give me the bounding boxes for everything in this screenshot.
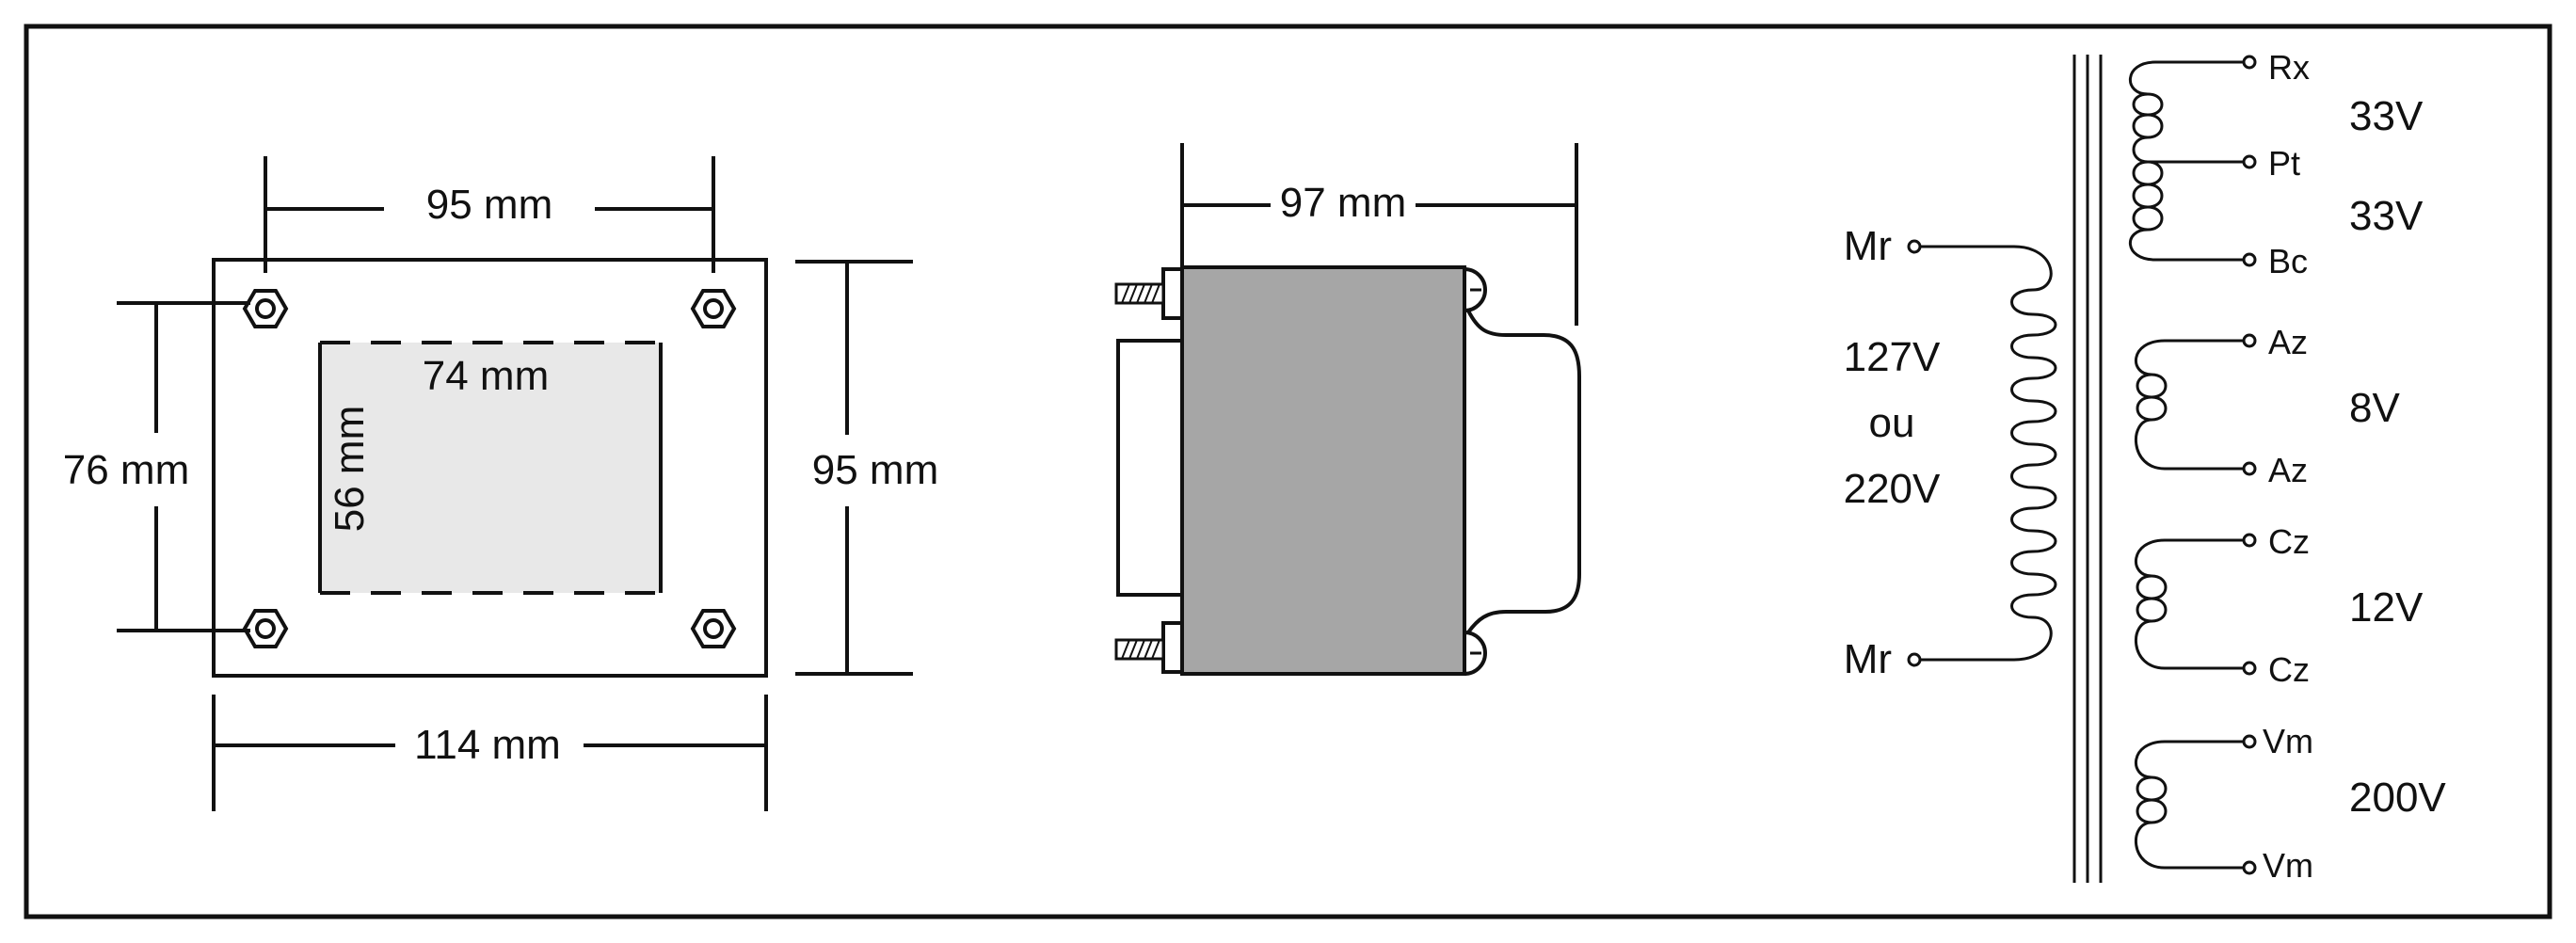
primary-voltage-line3: 220V	[1844, 466, 1941, 512]
dim-overall-width: 114 mm	[414, 722, 561, 768]
hex-nut-icon	[242, 289, 289, 328]
terminal-cz-top	[2242, 533, 2257, 548]
terminal-cz-bottom-label: Cz	[2268, 650, 2310, 689]
voltage-8v: 8V	[2349, 385, 2400, 431]
terminal-az-top-label: Az	[2268, 323, 2308, 361]
primary-voltage-line1: 127V	[1844, 334, 1941, 380]
hex-nut-icon	[690, 289, 737, 328]
terminal-vm-top-label: Vm	[2263, 722, 2313, 760]
nut-left-bottom	[1161, 621, 1184, 674]
core-body	[1180, 265, 1466, 676]
dim-hole-spacing-height: 76 mm	[63, 447, 189, 493]
terminal-az-top	[2242, 333, 2257, 348]
bobbin-tab	[1116, 339, 1184, 597]
terminal-bc-label: Bc	[2268, 242, 2308, 280]
terminal-bc	[2242, 252, 2257, 267]
primary-coil	[1920, 245, 2057, 662]
secondary-coil-2	[2134, 339, 2244, 471]
terminal-vm-top	[2242, 734, 2257, 749]
core-window	[320, 343, 661, 593]
primary-terminal-top-label: Mr	[1844, 223, 1892, 269]
clamp-wire	[1466, 310, 1581, 634]
terminal-mr-bottom	[1907, 652, 1922, 667]
terminal-pt-label: Pt	[2268, 144, 2300, 183]
terminal-rx-label: Rx	[2268, 48, 2310, 87]
terminal-vm-bottom-label: Vm	[2263, 846, 2313, 885]
mounting-plate	[212, 258, 768, 678]
dim-window-height: 56 mm	[327, 406, 373, 532]
dim-window-width: 74 mm	[423, 353, 549, 399]
terminal-mr-top	[1907, 239, 1922, 254]
hex-nut-icon	[242, 609, 289, 648]
schematic	[1907, 55, 2257, 883]
voltage-33v-upper: 33V	[2349, 93, 2424, 139]
terminal-cz-top-label: Cz	[2268, 522, 2310, 561]
primary-voltage-line2: ou	[1869, 400, 1915, 446]
terminal-cz-bottom	[2242, 661, 2257, 676]
dim-overall-height: 95 mm	[812, 447, 938, 493]
outer-frame	[24, 24, 2552, 919]
voltage-33v-lower: 33V	[2349, 193, 2424, 239]
secondary-coil-4	[2134, 740, 2244, 870]
secondary-coil-1	[2129, 60, 2244, 262]
terminal-az-bottom	[2242, 461, 2257, 476]
nut-left-top	[1161, 267, 1184, 320]
primary-terminal-bottom-label: Mr	[1844, 636, 1892, 682]
terminal-az-bottom-label: Az	[2268, 451, 2308, 489]
terminal-pt	[2242, 154, 2257, 169]
voltage-12v: 12V	[2349, 584, 2424, 631]
dim-hole-spacing-width: 95 mm	[426, 182, 552, 228]
top-view	[117, 156, 913, 811]
terminal-rx	[2242, 55, 2257, 70]
dim-depth: 97 mm	[1280, 180, 1406, 226]
secondary-coil-3	[2134, 538, 2244, 670]
voltage-200v: 200V	[2349, 775, 2446, 821]
side-view	[1114, 143, 1581, 677]
terminal-vm-bottom	[2242, 860, 2257, 875]
hex-nut-icon	[690, 609, 737, 648]
